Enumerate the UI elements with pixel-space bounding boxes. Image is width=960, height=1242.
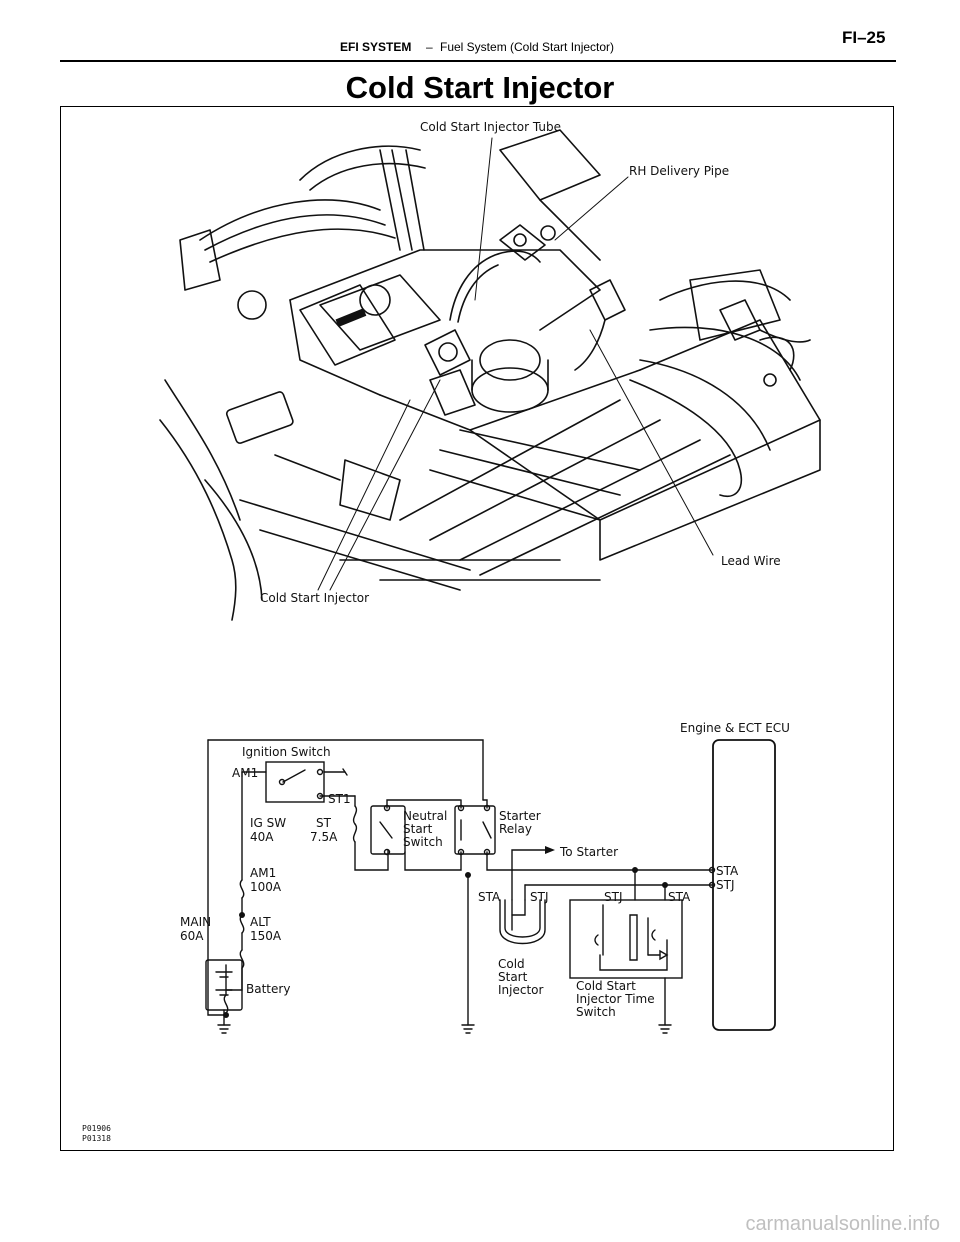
header-subsection: Fuel System (Cold Start Injector) — [440, 40, 615, 54]
label-neutral-start-switch: Neutral Start Switch — [403, 809, 448, 849]
label-ig-sw-amp: 40A — [250, 830, 274, 844]
label-ecu-stj: STJ — [716, 878, 735, 892]
label-alt-fuse: ALT — [250, 915, 271, 929]
label-ignition-switch: Ignition Switch — [242, 745, 331, 759]
header-dash: – — [426, 40, 433, 54]
label-time-switch: Cold Start Injector Time Switch — [576, 979, 655, 1019]
label-am1-fuse: AM1 — [250, 866, 277, 880]
figure-frame — [60, 106, 894, 1151]
header-section: EFI SYSTEM — [340, 40, 412, 54]
header-rule — [60, 60, 896, 62]
figure-code-2: P01318 — [82, 1134, 111, 1143]
label-ecu-sta: STA — [716, 864, 739, 878]
label-timeswitch-sta: STA — [668, 890, 691, 904]
figure-code-1: P01906 — [82, 1124, 111, 1133]
label-timeswitch-stj: STJ — [604, 890, 623, 904]
label-battery: Battery — [246, 982, 291, 996]
label-injector-tube: Cold Start Injector Tube — [420, 120, 561, 134]
label-am1: AM1 — [232, 766, 259, 780]
label-main-fuse: MAIN — [180, 915, 212, 929]
label-st1: ST1 — [328, 792, 351, 806]
label-main-fuse-amp: 60A — [180, 929, 204, 943]
label-st-fuse: ST — [316, 816, 331, 830]
page-title: Cold Start Injector — [345, 70, 615, 105]
label-alt-fuse-amp: 150A — [250, 929, 282, 943]
label-ig-sw: IG SW — [250, 816, 287, 830]
watermark: carmanualsonline.info — [745, 1213, 940, 1235]
page-number: FI–25 — [842, 28, 886, 47]
label-rh-delivery-pipe: RH Delivery Pipe — [629, 164, 730, 178]
label-st-fuse-amp: 7.5A — [310, 830, 338, 844]
label-lead-wire: Lead Wire — [721, 554, 781, 568]
label-injector-sta: STA — [478, 890, 501, 904]
label-ecu: Engine & ECT ECU — [680, 721, 790, 735]
label-injector-stj: STJ — [530, 890, 549, 904]
label-am1-fuse-amp: 100A — [250, 880, 282, 894]
label-to-starter: To Starter — [560, 845, 619, 859]
label-cold-start-injector-symbol: Cold Start Injector — [498, 957, 544, 997]
label-starter-relay: Starter Relay — [499, 809, 541, 836]
label-cold-start-injector: Cold Start Injector — [260, 591, 370, 605]
